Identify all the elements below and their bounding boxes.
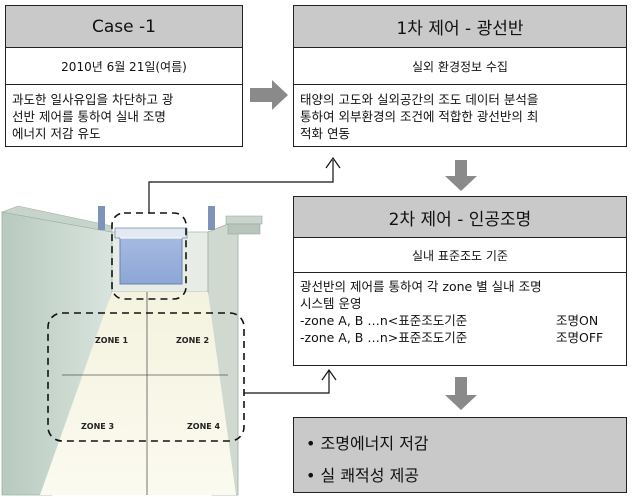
stage1-line: 태양의 고도와 실외공간의 조도 데이터 분석을 bbox=[300, 92, 539, 107]
up-arrow-icon bbox=[321, 368, 337, 381]
stage2-subtitle: 실내 표준조도 기준 bbox=[294, 238, 626, 273]
stage1-box: 1차 제어 - 광선반 실외 환경정보 수집 태양의 고도와 실외공간의 조도 … bbox=[293, 5, 627, 147]
room-floor bbox=[40, 292, 236, 495]
case-box: Case -1 2010년 6월 21일(여름) 과도한 일사유입을 차단하고 … bbox=[5, 5, 243, 147]
zone-label: ZONE 4 bbox=[187, 422, 221, 431]
window bbox=[119, 231, 183, 285]
stage2-box: 2차 제어 - 인공조명 실내 표준조도 기준 광선반의 제어를 통하여 각 z… bbox=[293, 196, 627, 366]
rule-action: 조명ON bbox=[556, 313, 599, 328]
case-date: 2010년 6월 21일(여름) bbox=[6, 48, 242, 85]
stage1-line: 통하여 외부환경의 조건에 적합한 광선반의 최 bbox=[300, 109, 539, 124]
stage2-description: 광선반의 제어를 통하여 각 zone 별 실내 조명 시스템 운영 -zone… bbox=[294, 276, 626, 348]
stage1-description: 태양의 고도와 실외공간의 조도 데이터 분석을 통하여 외부환경의 조건에 적… bbox=[294, 89, 626, 144]
case-title: Case -1 bbox=[6, 6, 242, 48]
stage2-line: 광선반의 제어를 통하여 각 zone 별 실내 조명 bbox=[300, 279, 542, 294]
zones-highlight bbox=[47, 312, 245, 442]
case-line: 에너지 저감 유도 bbox=[12, 126, 101, 141]
result-box: • 조명에너지 저감 • 실 쾌적성 제공 bbox=[293, 417, 627, 493]
stage2-rule: -zone A, B …n<표준조도기준 조명ON bbox=[300, 312, 620, 329]
up-arrow-icon bbox=[325, 156, 341, 169]
case-line: 과도한 일사유입을 차단하고 광 bbox=[12, 92, 174, 107]
stage2-rule: -zone A, B …n>표준조도기준 조명OFF bbox=[300, 329, 620, 346]
stage2-line: 시스템 운영 bbox=[300, 296, 362, 311]
stage2-title: 2차 제어 - 인공조명 bbox=[294, 197, 626, 238]
stage1-subtitle: 실외 환경정보 수집 bbox=[294, 48, 626, 85]
right-arrow-icon bbox=[250, 80, 288, 110]
result-item: • 조명에너지 저감 bbox=[306, 434, 429, 453]
rule-condition: -zone A, B …n<표준조도기준 bbox=[300, 313, 468, 328]
zone-label: ZONE 3 bbox=[81, 422, 115, 431]
zone-label: ZONE 1 bbox=[95, 336, 129, 345]
down-arrow-icon bbox=[445, 160, 477, 191]
light-shelf bbox=[114, 227, 188, 239]
case-description: 과도한 일사유입을 차단하고 광 선반 제어를 통하여 실내 조명 에너지 저감… bbox=[6, 89, 242, 144]
rule-condition: -zone A, B …n>표준조도기준 bbox=[300, 330, 468, 345]
rule-action: 조명OFF bbox=[556, 330, 604, 345]
down-arrow-icon bbox=[445, 377, 477, 410]
stage1-line: 적화 연동 bbox=[300, 126, 350, 141]
zone-label: ZONE 2 bbox=[176, 336, 210, 345]
result-item: • 실 쾌적성 제공 bbox=[306, 466, 420, 485]
case-line: 선반 제어를 통하여 실내 조명 bbox=[12, 109, 166, 124]
stage1-title: 1차 제어 - 광선반 bbox=[294, 6, 626, 48]
